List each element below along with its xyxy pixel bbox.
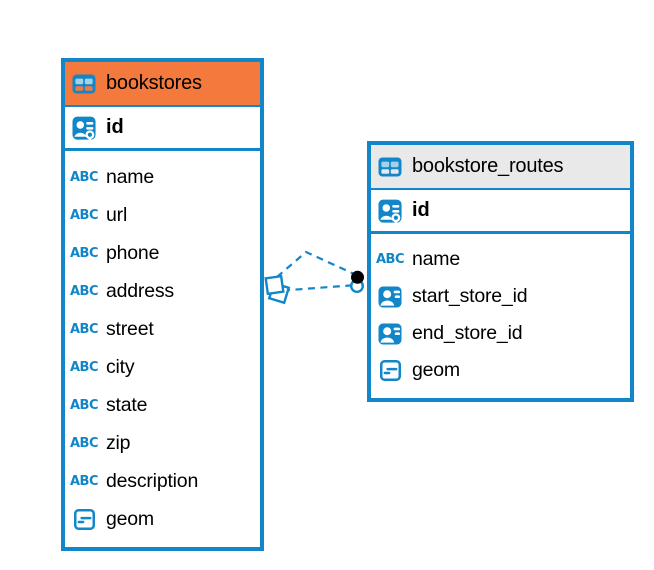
column-name: id [106,116,124,138]
column-name: id [412,199,430,221]
table-title: bookstores [106,72,202,94]
relation-straight[interactable] [282,284,351,292]
column-name: address [106,279,174,302]
column-name: street [106,317,154,340]
column-name: description [106,469,199,492]
entity-table-bookstore-routes[interactable]: bookstore_routes id ABC name start_store… [367,141,634,402]
field-row[interactable]: ABC name [65,158,260,196]
text-type-icon: ABC [70,245,99,261]
field-row[interactable]: ABC street [65,310,260,348]
field-row[interactable]: ABC phone [65,234,260,272]
table-header[interactable]: bookstore_routes [371,145,630,190]
field-row[interactable]: ABC description [65,462,260,500]
text-type-icon: ABC [70,207,99,223]
relation-source-diamond-markers [264,274,291,305]
field-row[interactable]: ABC city [65,348,260,386]
text-type-icon: ABC [70,473,99,489]
column-name: name [106,165,154,188]
column-name: url [106,203,128,226]
column-name: end_store_id [412,322,523,344]
column-name: zip [106,431,131,454]
foreign-key-icon [377,323,403,345]
column-name: start_store_id [412,285,528,307]
text-type-icon: ABC [70,397,99,413]
field-row[interactable]: ABC name [371,241,630,278]
column-name: state [106,393,148,416]
entity-table-bookstores[interactable]: bookstores id ABC name ABC url ABC phone… [61,58,264,551]
geometry-type-icon [377,360,403,381]
field-row[interactable]: ABC address [65,272,260,310]
text-type-icon: ABC [70,435,99,451]
text-type-icon: ABC [70,169,99,185]
field-list: ABC name start_store_id end_store_id ge [371,234,630,398]
foreign-key-icon [377,286,403,308]
table-icon [377,157,403,177]
primary-key-icon [71,116,97,146]
field-list: ABC name ABC url ABC phone ABC address A… [65,151,260,547]
field-row[interactable]: start_store_id [371,278,630,315]
text-type-icon: ABC [70,321,99,337]
primary-key-row[interactable]: id [371,190,630,234]
field-row[interactable]: ABC url [65,196,260,234]
column-name: phone [106,241,160,264]
table-icon [71,74,97,94]
text-type-icon: ABC [70,283,99,299]
primary-key-row[interactable]: id [65,107,260,151]
column-name: geom [412,359,460,381]
field-row[interactable]: geom [371,352,630,389]
column-name: city [106,355,135,378]
relation-elbow[interactable] [276,250,354,278]
geometry-type-icon [71,509,97,530]
text-type-icon: ABC [70,359,99,375]
field-row[interactable]: end_store_id [371,315,630,352]
table-title: bookstore_routes [412,155,564,177]
field-row[interactable]: geom [65,500,260,538]
column-name: name [412,248,460,270]
text-type-icon: ABC [376,252,405,267]
primary-key-icon [377,199,403,229]
field-row[interactable]: ABC zip [65,424,260,462]
column-name: geom [106,507,154,530]
relation-target-dot-markers [350,270,365,294]
table-header[interactable]: bookstores [65,62,260,107]
field-row[interactable]: ABC state [65,386,260,424]
